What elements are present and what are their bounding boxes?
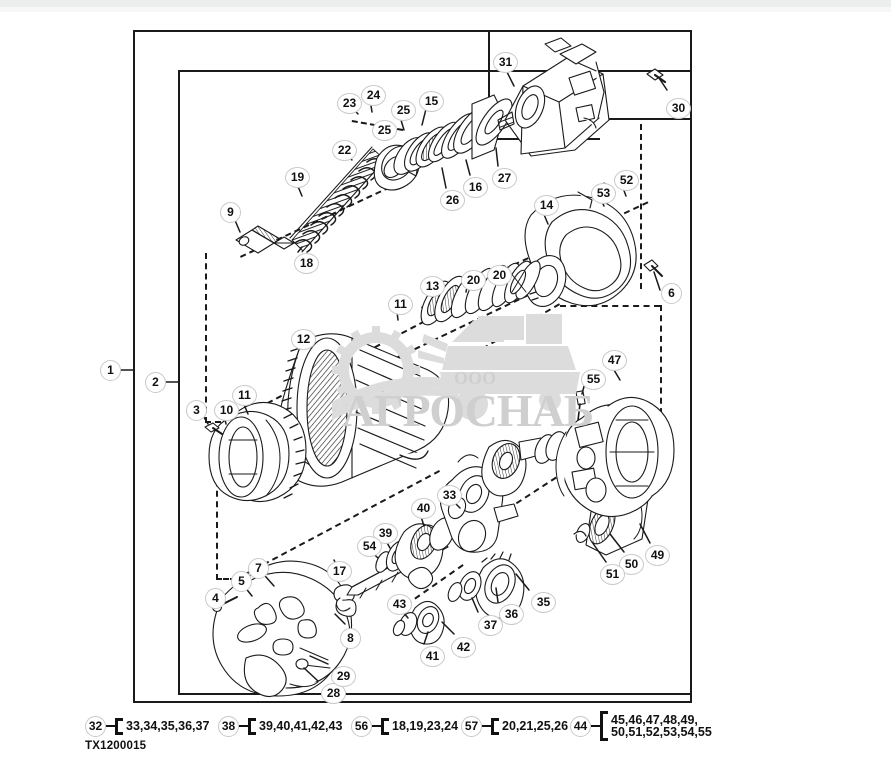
- callout-7[interactable]: 7: [248, 558, 269, 579]
- callout-26[interactable]: 26: [440, 190, 465, 211]
- callout-39[interactable]: 39: [373, 523, 398, 544]
- callout-8[interactable]: 8: [340, 628, 361, 649]
- callout-50[interactable]: 50: [619, 554, 644, 575]
- callout-49[interactable]: 49: [645, 545, 670, 566]
- dashed-link-gear-c-edge: [640, 470, 642, 492]
- callout-55[interactable]: 55: [581, 369, 606, 390]
- callout-16[interactable]: 16: [463, 177, 488, 198]
- dashed-group-right-top: [560, 305, 660, 307]
- legend-group-number[interactable]: 44: [570, 715, 591, 737]
- inner-diagram-frame: [178, 70, 692, 695]
- pump-callout-frame-top: [580, 118, 692, 120]
- legend-parts-list: 45,46,47,48,49, 50,51,52,53,54,55: [611, 713, 712, 739]
- legend-bracket: [491, 717, 499, 735]
- callout-11[interactable]: 11: [232, 385, 257, 406]
- callout-24[interactable]: 24: [361, 85, 386, 106]
- dashed-group-left-foot: [205, 421, 231, 423]
- callout-43[interactable]: 43: [387, 594, 412, 615]
- callout-54[interactable]: 54: [357, 536, 382, 557]
- legend-connector: [106, 725, 115, 727]
- legend-group-number[interactable]: 56: [351, 715, 372, 737]
- callout-12[interactable]: 12: [291, 329, 316, 350]
- callout-40[interactable]: 40: [411, 498, 436, 519]
- legend-group-57: 57 20,21,25,26: [461, 712, 568, 740]
- legend-group-number[interactable]: 32: [85, 715, 106, 737]
- callout-25[interactable]: 25: [391, 100, 416, 121]
- dashed-group-bottom-left-edge: [216, 470, 218, 580]
- callout-47[interactable]: 47: [602, 350, 627, 371]
- callout-41[interactable]: 41: [420, 646, 445, 667]
- callout-11[interactable]: 11: [388, 294, 413, 315]
- callout-20[interactable]: 20: [487, 265, 512, 286]
- top-background-strip: [0, 0, 891, 7]
- pump-callout-frame: [488, 30, 600, 140]
- legend-bracket: [248, 717, 256, 735]
- legend-group-32: 32 33,34,35,36,37: [85, 712, 209, 740]
- legend-connector: [482, 725, 491, 727]
- legend-connector: [591, 725, 600, 727]
- legend-parts-list: 20,21,25,26: [502, 719, 569, 733]
- callout-13[interactable]: 13: [420, 276, 445, 297]
- callout-33[interactable]: 33: [437, 485, 462, 506]
- callout-20[interactable]: 20: [461, 270, 486, 291]
- callout-19[interactable]: 19: [285, 167, 310, 188]
- callout-28[interactable]: 28: [321, 683, 346, 704]
- top-background-strip-2: [0, 7, 891, 12]
- callout-53[interactable]: 53: [591, 183, 616, 204]
- callout-1[interactable]: 1: [100, 360, 121, 381]
- callout-42[interactable]: 42: [451, 637, 476, 658]
- legend-group-38: 38 39,40,41,42,43: [218, 712, 342, 740]
- legend-bracket: [381, 717, 389, 735]
- callout-23[interactable]: 23: [337, 93, 362, 114]
- callout-17[interactable]: 17: [327, 561, 352, 582]
- figure-code: TX1200015: [85, 740, 147, 752]
- dashed-group-left-edge: [205, 253, 207, 423]
- legend-bracket: [600, 711, 608, 741]
- legend-parts-list: 39,40,41,42,43: [259, 719, 343, 733]
- callout-30[interactable]: 30: [666, 98, 691, 119]
- parts-group-legend: 32 33,34,35,36,37 38 39,40,41,42,43 56 18,19,…: [85, 711, 815, 741]
- dashed-group-right-edge-bottom: [660, 305, 662, 445]
- legend-group-56: 56 18,19,23,24: [351, 712, 458, 740]
- callout-22[interactable]: 22: [332, 140, 357, 161]
- callout-52[interactable]: 52: [614, 170, 639, 191]
- legend-parts-list: 33,34,35,36,37: [126, 719, 210, 733]
- callout-2[interactable]: 2: [145, 372, 166, 393]
- callout-25[interactable]: 25: [372, 120, 397, 141]
- callout-4[interactable]: 4: [205, 588, 226, 609]
- callout-9[interactable]: 9: [220, 202, 241, 223]
- legend-group-number[interactable]: 38: [218, 715, 239, 737]
- callout-51[interactable]: 51: [600, 564, 625, 585]
- legend-connector: [239, 725, 248, 727]
- callout-15[interactable]: 15: [419, 91, 444, 112]
- callout-10[interactable]: 10: [214, 400, 239, 421]
- callout-5[interactable]: 5: [231, 571, 252, 592]
- callout-27[interactable]: 27: [492, 168, 517, 189]
- callout-37[interactable]: 37: [478, 615, 503, 636]
- callout-6[interactable]: 6: [661, 283, 682, 304]
- dashed-group-mid-left: [396, 357, 398, 382]
- legend-group-number[interactable]: 57: [461, 715, 482, 737]
- callout-14[interactable]: 14: [534, 195, 559, 216]
- callout-35[interactable]: 35: [531, 592, 556, 613]
- callout-36[interactable]: 36: [499, 604, 524, 625]
- dashed-group-right-edge-top: [640, 124, 642, 289]
- callout-18[interactable]: 18: [294, 253, 319, 274]
- legend-group-44: 44 45,46,47,48,49, 50,51,52,53,54,55: [570, 711, 712, 741]
- callout-31[interactable]: 31: [493, 52, 518, 73]
- legend-parts-list: 18,19,23,24: [392, 719, 459, 733]
- callout-3[interactable]: 3: [186, 400, 207, 421]
- legend-bracket: [115, 717, 123, 735]
- callout-29[interactable]: 29: [331, 666, 356, 687]
- legend-connector: [372, 725, 381, 727]
